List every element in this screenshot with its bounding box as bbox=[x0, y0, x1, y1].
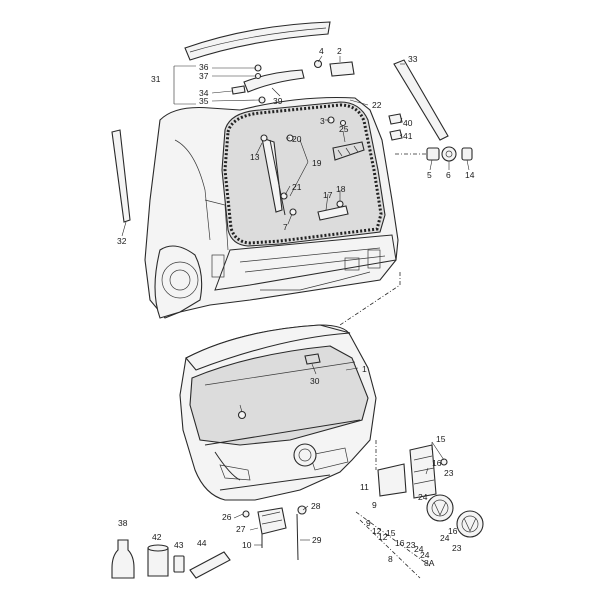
callout-39: 39 bbox=[273, 96, 283, 106]
callout-41: 41 bbox=[403, 131, 413, 141]
callout-30: 30 bbox=[310, 376, 320, 386]
bracket-lines bbox=[355, 511, 431, 579]
assembly-link-line bbox=[339, 272, 401, 326]
callout-23c: 23 bbox=[452, 543, 462, 553]
callout-23b: 23 bbox=[444, 468, 454, 478]
release-rod bbox=[296, 513, 299, 561]
callout-43: 43 bbox=[174, 540, 184, 550]
callout-13: 13 bbox=[250, 152, 260, 162]
lock-cylinder bbox=[395, 146, 473, 162]
callout-8: 8 bbox=[388, 554, 393, 564]
callout-42: 42 bbox=[152, 532, 162, 542]
callout-31: 31 bbox=[151, 74, 161, 84]
latch-bracket bbox=[317, 200, 349, 221]
callout-24: 24 bbox=[414, 544, 424, 554]
callout-22: 22 bbox=[372, 100, 382, 110]
gas-strut bbox=[260, 134, 286, 216]
callout-21: 21 bbox=[292, 182, 302, 192]
callout-16: 16 bbox=[395, 538, 405, 548]
callout-16b: 16 bbox=[432, 458, 442, 468]
callout-3: 3 bbox=[320, 116, 325, 126]
callout-8a: 8A bbox=[424, 558, 435, 568]
consumables bbox=[111, 539, 231, 579]
lock-assembly bbox=[332, 141, 365, 161]
callout-44: 44 bbox=[197, 538, 207, 548]
callout-12: 12 bbox=[378, 532, 388, 542]
vw-emblem bbox=[426, 494, 484, 538]
tailgate-lock bbox=[242, 505, 307, 548]
callout-17: 17 bbox=[323, 190, 333, 200]
fasteners-upper bbox=[280, 113, 403, 216]
leader-lines bbox=[121, 55, 470, 546]
callout-38: 38 bbox=[118, 518, 128, 528]
callout-24b: 24 bbox=[418, 492, 428, 502]
callout-24c: 24 bbox=[440, 533, 450, 543]
callout-24d: 24 bbox=[420, 550, 430, 560]
callout-16c: 16 bbox=[448, 526, 458, 536]
callout-27: 27 bbox=[236, 524, 246, 534]
trim-strip-right bbox=[393, 59, 449, 141]
tin-43 bbox=[173, 555, 185, 573]
callout-9b: 9 bbox=[366, 518, 371, 528]
rear-body-shell bbox=[144, 96, 399, 319]
callout-32: 32 bbox=[117, 236, 127, 246]
callout-26: 26 bbox=[222, 512, 232, 522]
callout-29: 29 bbox=[312, 535, 322, 545]
callout-23: 23 bbox=[406, 540, 416, 550]
callout-6: 6 bbox=[446, 170, 451, 180]
callout-36: 36 bbox=[199, 62, 209, 72]
callout-19: 19 bbox=[312, 158, 322, 168]
hinge-upper bbox=[313, 59, 355, 77]
callout-37: 37 bbox=[199, 71, 209, 81]
callout-18: 18 bbox=[336, 184, 346, 194]
callout-33: 33 bbox=[408, 54, 418, 64]
callout-5: 5 bbox=[427, 170, 432, 180]
callout-2: 2 bbox=[337, 46, 342, 56]
callout-34: 34 bbox=[199, 88, 209, 98]
third-brake-light bbox=[231, 64, 305, 104]
callout-4: 4 bbox=[319, 46, 324, 56]
callout-15b: 15 bbox=[386, 528, 396, 538]
can-42 bbox=[147, 547, 169, 577]
callout-40: 40 bbox=[403, 118, 413, 128]
callout-1: 1 bbox=[362, 364, 367, 374]
trim-strip-left bbox=[111, 129, 131, 223]
callout-35: 35 bbox=[199, 96, 209, 106]
rear-spoiler bbox=[184, 21, 331, 61]
callout-7: 7 bbox=[283, 222, 288, 232]
callout-28: 28 bbox=[311, 501, 321, 511]
bottle-38 bbox=[111, 539, 135, 579]
callout-20: 20 bbox=[292, 134, 302, 144]
callout-10: 10 bbox=[242, 540, 252, 550]
callout-25: 25 bbox=[339, 124, 349, 134]
callout-labels: 1 2 3 4 5 6 7 8 9 10 11 12 13 14 15 16 1… bbox=[117, 46, 475, 568]
tailgate-panel bbox=[179, 324, 377, 501]
callout-9: 9 bbox=[372, 500, 377, 510]
callout-12b: 12 bbox=[372, 526, 382, 536]
hinge-lower bbox=[375, 440, 448, 499]
callout-15: 15 bbox=[436, 434, 446, 444]
tube-44 bbox=[189, 551, 231, 579]
callout-11: 11 bbox=[360, 482, 369, 492]
callout-14: 14 bbox=[465, 170, 475, 180]
